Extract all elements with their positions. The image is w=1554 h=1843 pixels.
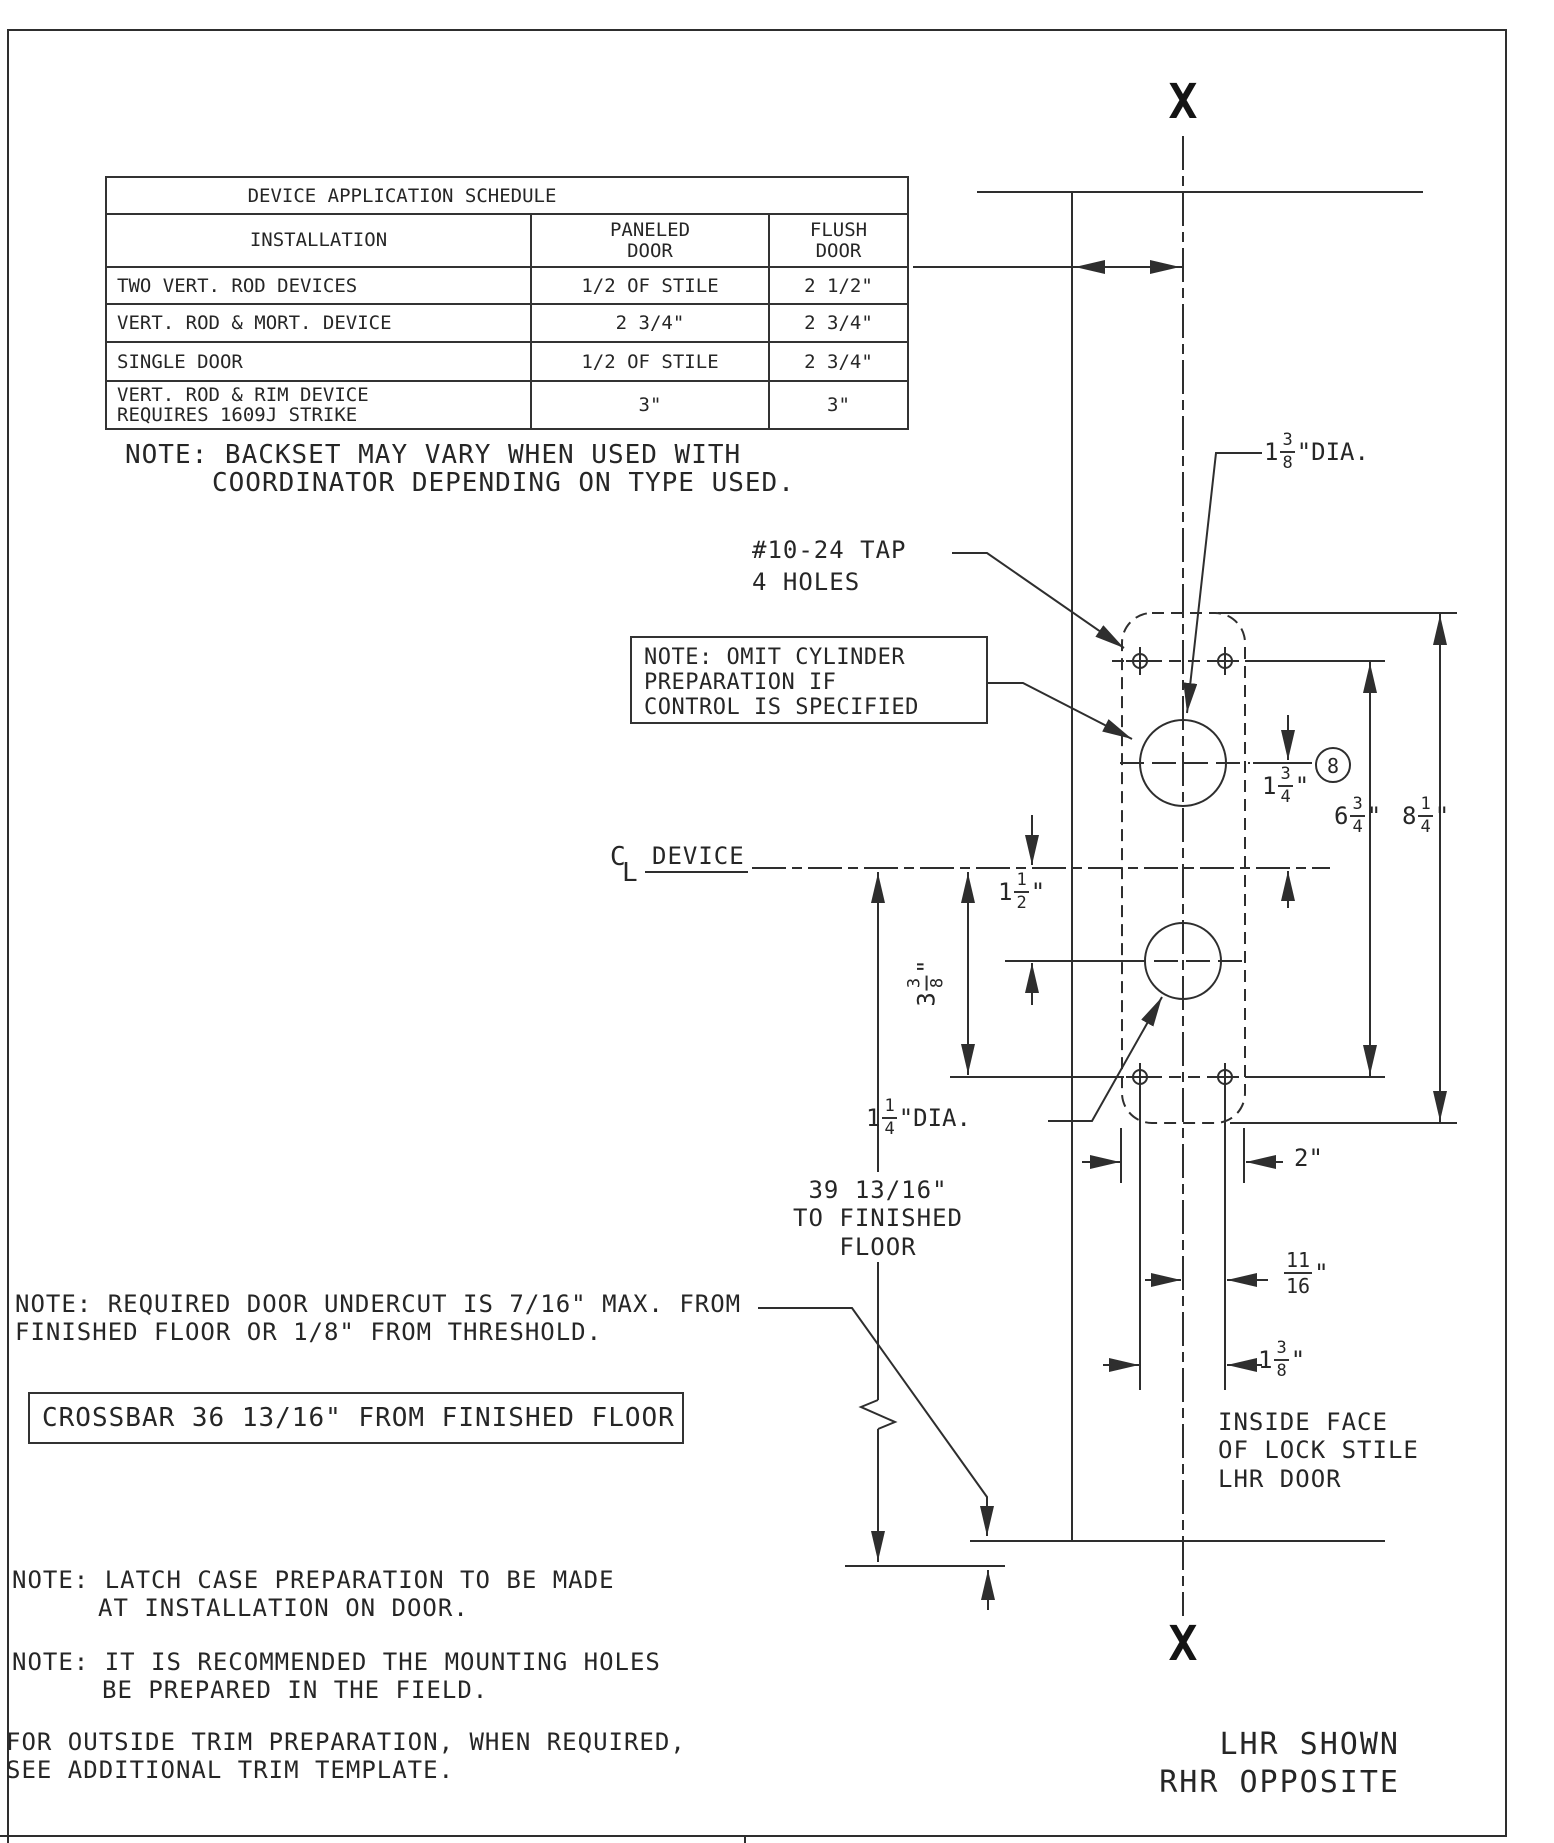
latch-note-line1: NOTE: LATCH CASE PREPARATION TO BE MADE: [12, 1566, 615, 1594]
field-note-line1: NOTE: IT IS RECOMMENDED THE MOUNTING HOL…: [12, 1648, 661, 1676]
undercut-note-line2: FINISHED FLOOR OR 1/8" FROM THRESHOLD.: [15, 1318, 603, 1346]
tap-hole-centerlines: [950, 660, 1385, 1390]
latch-note-line2: AT INSTALLATION ON DOOR.: [98, 1594, 469, 1622]
cylinder-hole-lower: [1005, 922, 1250, 1000]
leader-tap-holes: [952, 552, 1125, 649]
centerline-symbol-l: L: [622, 858, 638, 888]
schedule-row: TWO VERT. ROD DEVICES 1/2 OF STILE 2 1/2…: [105, 266, 909, 305]
section-x-marker-top: X: [1168, 74, 1198, 130]
backset-note-line2: COORDINATOR DEPENDING ON TYPE USED.: [212, 468, 795, 498]
centerline-symbol-c: C: [610, 842, 626, 872]
dim-label-2in: 2 ": [1294, 1144, 1323, 1172]
field-note-line2: BE PREPARED IN THE FIELD.: [102, 1676, 489, 1704]
sheet-border: [0, 29, 1507, 1843]
device-outline: [1121, 612, 1246, 1124]
omit-cylinder-note-box: NOTE: OMIT CYLINDER PREPARATION IF CONTR…: [630, 636, 988, 724]
cylinder-hole-upper: [1120, 719, 1312, 807]
omit-note-line3: CONTROL IS SPECIFIED: [644, 695, 919, 720]
leader-lower-dia: [1048, 996, 1163, 1122]
leader-omit-note: [988, 682, 1133, 740]
device-application-schedule: DEVICE APPLICATION SCHEDULE INSTALLATION…: [105, 176, 909, 430]
omit-note-line2: PREPARATION IF: [644, 670, 837, 695]
device-horizontal-centerline: [645, 867, 1330, 873]
omit-note-line1: NOTE: OMIT CYLINDER: [644, 645, 906, 670]
crossbar-note: CROSSBAR 36 13/16" FROM FINISHED FLOOR: [42, 1403, 675, 1433]
tap-note-line1: #10-24 TAP: [752, 536, 907, 564]
section-x-marker-bottom: X: [1168, 1616, 1198, 1672]
leader-undercut-note: [758, 1307, 994, 1536]
callout-8-label: 8: [1326, 754, 1340, 778]
crossbar-note-box: CROSSBAR 36 13/16" FROM FINISHED FLOOR: [28, 1392, 684, 1444]
door-edge-lines: [977, 191, 1423, 1541]
schedule-row: VERT. ROD & MORT. DEVICE 2 3/4" 2 3/4": [105, 303, 909, 343]
callout-8-circle: [1315, 747, 1351, 783]
backset-note-line1: NOTE: BACKSET MAY VARY WHEN USED WITH: [125, 440, 742, 470]
dim-overall: [1218, 612, 1457, 1124]
col-header-installation: INSTALLATION: [105, 213, 532, 268]
floor-lines: [845, 1540, 1385, 1610]
leader-upper-dia: [1183, 452, 1262, 714]
tap-note-line2: 4 HOLES: [752, 568, 861, 596]
trim-note-line1: FOR OUTSIDE TRIM PREPARATION, WHEN REQUI…: [6, 1728, 686, 1756]
trim-note-line2: SEE ADDITIONAL TRIM TEMPLATE.: [6, 1756, 455, 1784]
device-centerline-label: DEVICE: [652, 842, 745, 870]
undercut-note-line1: NOTE: REQUIRED DOOR UNDERCUT IS 7/16" MA…: [15, 1290, 742, 1318]
dim-to-finished-floor: [858, 872, 898, 1562]
schedule-title: DEVICE APPLICATION SCHEDULE: [105, 176, 909, 215]
schedule-row: SINGLE DOOR 1/2 OF STILE 2 3/4": [105, 341, 909, 382]
